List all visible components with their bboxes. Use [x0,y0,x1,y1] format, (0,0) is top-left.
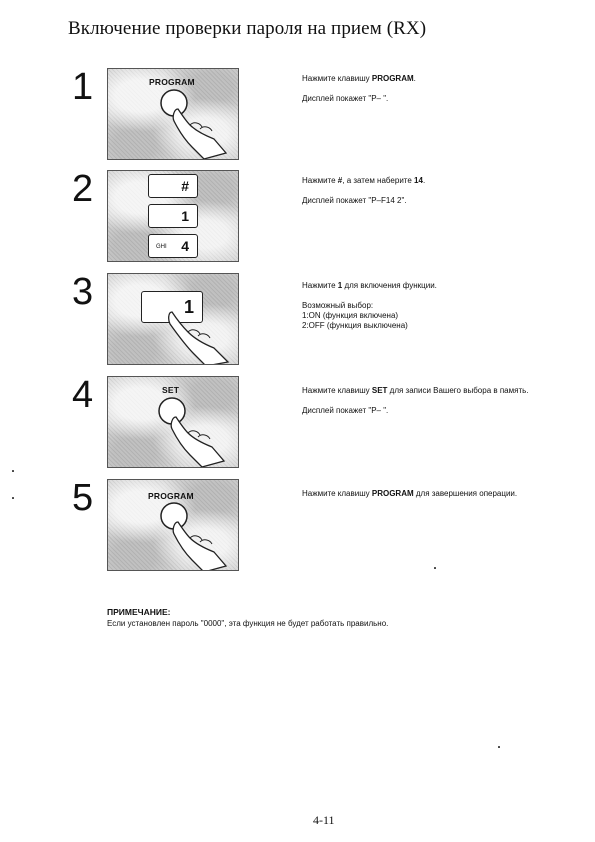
finger-press-icon [158,397,226,467]
step-2-illustration: # 1 GHI 4 [107,170,239,262]
step-number: 4 [72,374,94,416]
scan-speck [498,746,500,748]
step-number: 2 [72,168,94,210]
step-3-illustration: 1 [107,273,239,365]
step-number: 1 [72,66,94,108]
step-number: 3 [72,271,94,313]
step-4-illustration: SET [107,376,239,468]
note-text: Если установлен пароль "0000", эта функц… [107,619,389,628]
step-2-instructions: Нажмите #, а затем наберите 14. Дисплей … [302,176,426,205]
step-1-illustration: PROGRAM [107,68,239,160]
step-number: 5 [72,477,94,519]
scan-speck [12,470,14,472]
key-label-program: PROGRAM [149,77,195,87]
finger-press-icon [160,502,228,570]
scan-speck [12,497,14,499]
note-title: ПРИМЕЧАНИЕ: [107,607,171,617]
step-5-illustration: PROGRAM [107,479,239,571]
page-title: Включение проверки пароля на прием (RX) [68,18,427,39]
step-3-instructions: Нажмите 1 для включения функции. Возможн… [302,281,437,330]
scan-speck [434,567,436,569]
step-4-instructions: Нажмите клавишу SET для записи Вашего вы… [302,386,529,415]
finger-press-icon [168,311,230,364]
key-1: 1 [148,204,198,228]
key-label-set: SET [162,385,180,395]
key-label-program: PROGRAM [148,491,194,501]
key-hash: # [148,174,198,198]
page-number: 4-11 [313,813,335,827]
finger-press-icon [160,89,228,159]
key-4: GHI 4 [148,234,198,258]
step-1-instructions: Нажмите клавишу PROGRAM. Дисплей покажет… [302,74,416,103]
step-5-instructions: Нажмите клавишу PROGRAM для завершения о… [302,489,518,498]
